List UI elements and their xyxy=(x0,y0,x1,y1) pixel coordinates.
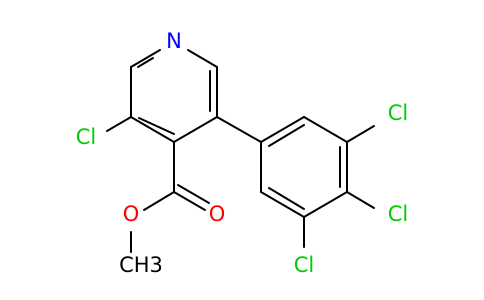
bond-c6-n1 xyxy=(187,49,218,68)
atom-cl-pyridine: Cl xyxy=(76,125,97,149)
atom-n1: N xyxy=(166,29,182,53)
atom-o-carbonyl: O xyxy=(209,202,226,226)
atom-o-ester: O xyxy=(123,202,140,226)
atom-cl-phenyl-5: Cl xyxy=(294,253,315,277)
bond-cester-o-double-b xyxy=(177,184,210,204)
bond-c2p-c3p xyxy=(303,116,348,143)
bond-cester-o-double-a xyxy=(173,191,206,211)
bond-c5p-c6p xyxy=(260,191,305,218)
bond-c4p-c5p xyxy=(303,191,348,218)
bond-c3-c4-inner xyxy=(138,117,175,135)
bond-n1-c2-inner xyxy=(137,57,154,68)
bond-c5-c1prime xyxy=(216,116,262,143)
bond-c4p-cl xyxy=(346,191,375,209)
bond-c1p-c2p-inner xyxy=(268,124,305,147)
bond-c3-c4 xyxy=(130,116,175,143)
atom-ch3: CH3 xyxy=(119,253,163,277)
bond-cester-oester xyxy=(143,191,175,211)
atom-labels: N Cl Cl Cl Cl O O CH3 xyxy=(76,29,409,277)
atom-cl-phenyl-4: Cl xyxy=(388,202,409,226)
bond-c3p-cl xyxy=(346,125,375,143)
bond-c3-cl xyxy=(106,116,132,132)
bonds xyxy=(106,49,375,253)
bond-n1-c2 xyxy=(130,49,161,68)
bond-c5p-c6p-inner xyxy=(268,187,305,210)
atom-cl-phenyl-3: Cl xyxy=(388,101,409,125)
bond-c4-c5 xyxy=(173,116,218,143)
bond-c1p-c2p xyxy=(260,116,305,143)
